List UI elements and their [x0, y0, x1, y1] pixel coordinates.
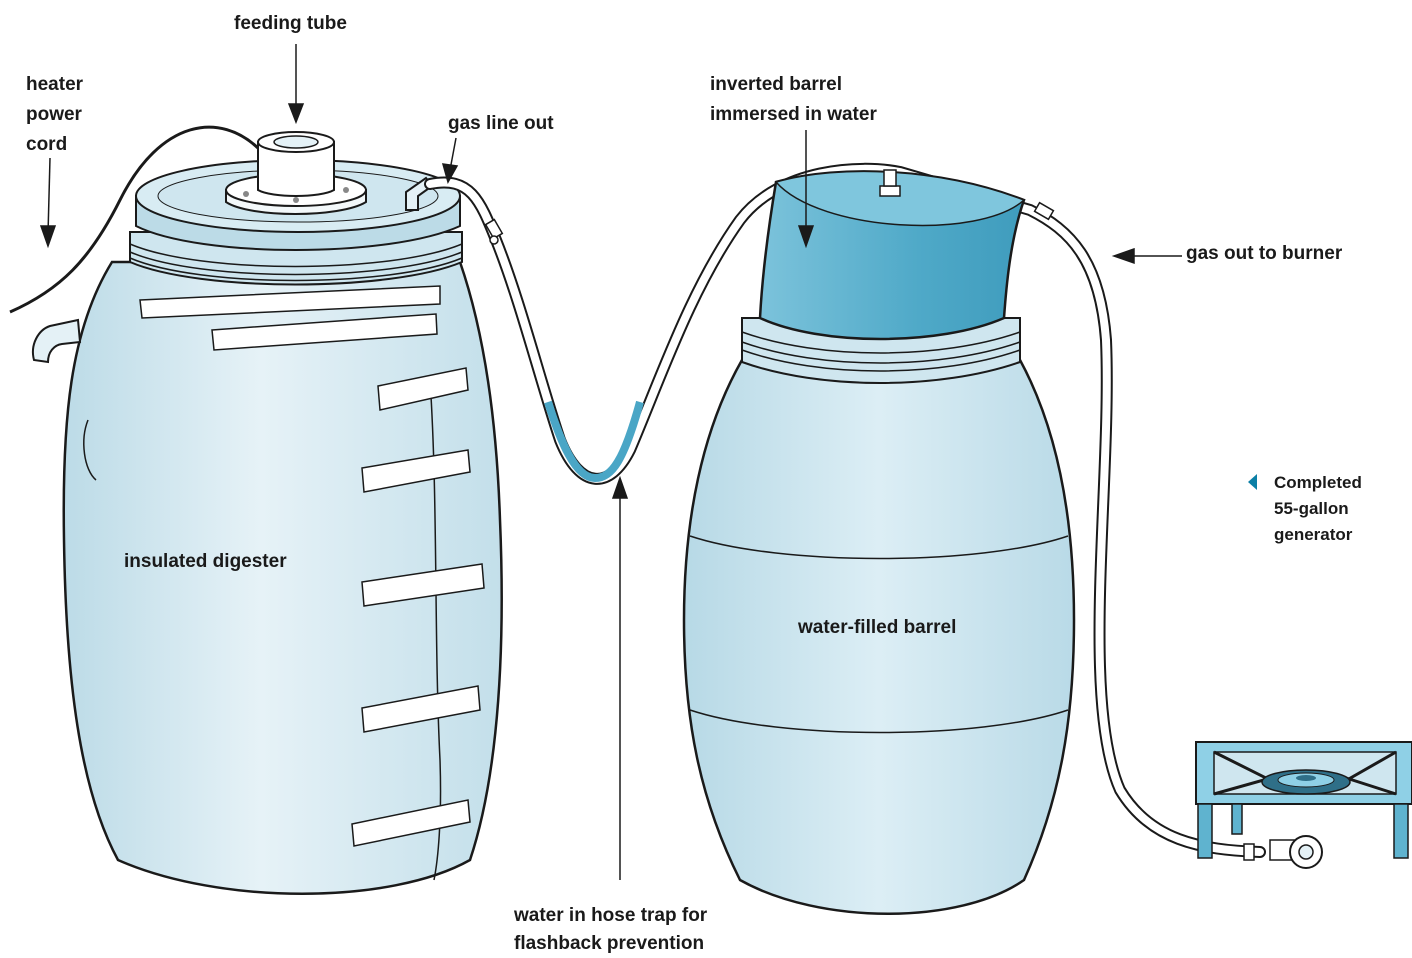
- label-hose-trap: water in hose trap for flashback prevent…: [514, 902, 707, 958]
- caption-line-1: Completed: [1274, 470, 1362, 496]
- label-heater-line-3: cord: [26, 130, 83, 160]
- label-insulated-digester: insulated digester: [124, 548, 287, 576]
- label-inverted-barrel: inverted barrel immersed in water: [710, 70, 877, 130]
- hose-clamp-3: [1244, 844, 1254, 860]
- label-heater-power-cord: heater power cord: [26, 70, 83, 160]
- label-trap-line-1: water in hose trap for: [514, 902, 707, 930]
- caption-caret-icon: [1248, 474, 1257, 490]
- label-water-filled-barrel: water-filled barrel: [798, 614, 956, 642]
- figure-caption: Completed 55-gallon generator: [1274, 470, 1362, 548]
- label-inverted-line-1: inverted barrel: [710, 70, 877, 100]
- label-inverted-line-2: immersed in water: [710, 100, 877, 130]
- label-gas-out-to-burner: gas out to burner: [1186, 240, 1342, 268]
- water-filled-barrel: [684, 170, 1074, 914]
- label-feeding-tube: feeding tube: [234, 10, 347, 38]
- label-trap-line-2: flashback prevention: [514, 930, 707, 958]
- label-heater-line-1: heater: [26, 70, 83, 100]
- digester-spout: [33, 320, 80, 362]
- insulated-digester: [33, 132, 502, 894]
- caption-line-2: 55-gallon: [1274, 496, 1362, 522]
- label-heater-line-2: power: [26, 100, 83, 130]
- caption-line-3: generator: [1274, 522, 1362, 548]
- label-gas-line-out: gas line out: [448, 110, 554, 138]
